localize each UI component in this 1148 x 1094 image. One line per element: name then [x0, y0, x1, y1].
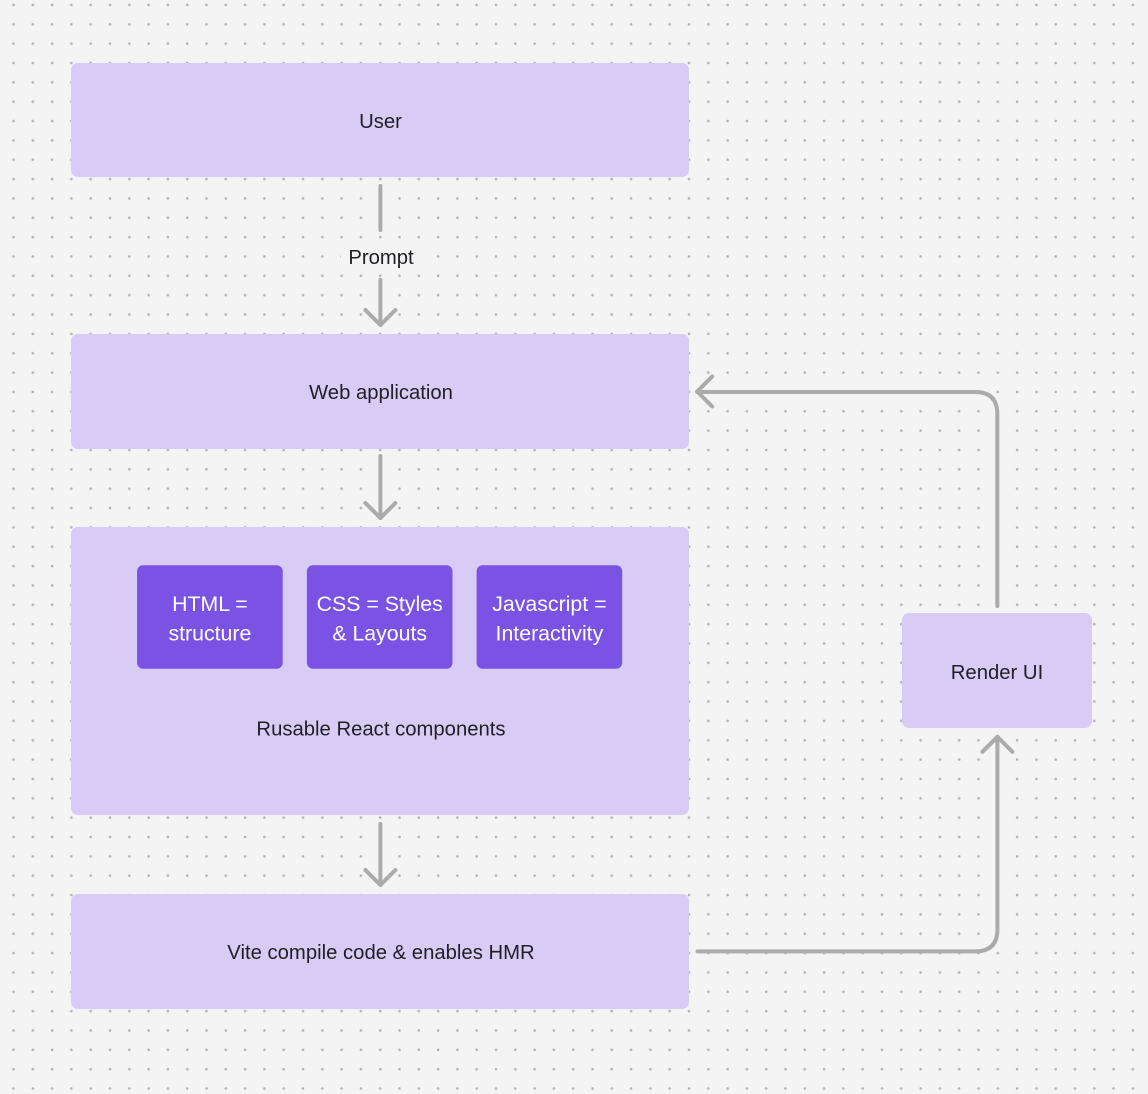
svg-text:Vite compile code & enables HM: Vite compile code & enables HMR — [227, 942, 534, 964]
svg-text:CSS = Styles: CSS = Styles — [317, 592, 443, 616]
svg-text:User: User — [359, 111, 402, 133]
svg-text:HTML =: HTML = — [172, 592, 248, 616]
svg-text:Prompt: Prompt — [348, 247, 414, 269]
svg-text:Render UI: Render UI — [951, 662, 1043, 684]
svg-text:Interactivity: Interactivity — [496, 622, 604, 646]
svg-text:& Layouts: & Layouts — [332, 622, 427, 646]
svg-text:structure: structure — [168, 622, 251, 646]
svg-text:Web application: Web application — [309, 382, 453, 404]
svg-text:Javascript =: Javascript = — [492, 592, 606, 616]
svg-text:Rusable React components: Rusable React components — [256, 719, 505, 741]
